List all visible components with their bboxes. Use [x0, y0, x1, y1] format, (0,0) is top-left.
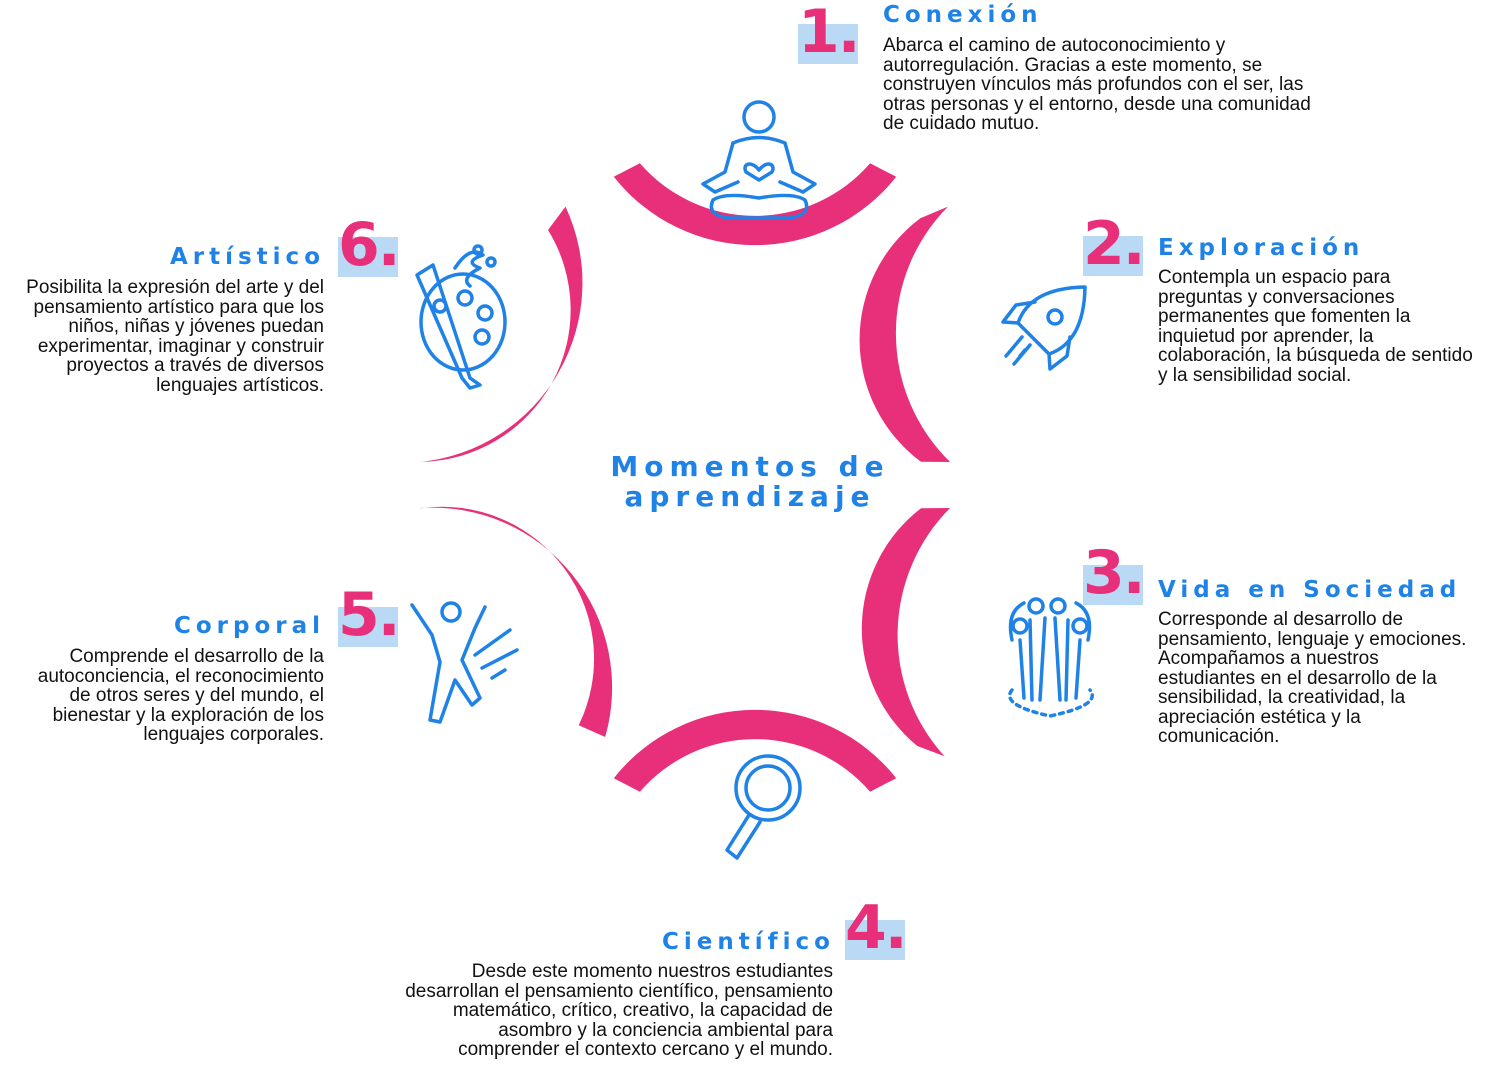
- moment-5-number: 5.: [338, 580, 401, 650]
- moment-1-title: Conexión: [883, 2, 1043, 28]
- jumping-person-icon: [410, 601, 519, 724]
- moment-3-text: Corresponde al desarrollo de pensamiento…: [1158, 609, 1467, 747]
- center-title: Momentos de aprendizaje: [610, 450, 890, 513]
- moment-3-number-box: 3.: [1083, 543, 1146, 605]
- moment-6-number: 6.: [338, 210, 401, 280]
- moment-1-text: Abarca el camino de autoconocimiento y a…: [883, 35, 1311, 134]
- moment-3-title: Vida en Sociedad: [1158, 577, 1462, 603]
- moment-1-number-box: 1.: [798, 2, 861, 64]
- moment-2-text: Contempla un espacio para preguntas y co…: [1158, 267, 1473, 386]
- paint-palette-icon: [415, 244, 507, 390]
- people-group-icon: [1008, 597, 1094, 718]
- moment-2-number: 2.: [1083, 209, 1146, 279]
- moment-6-number-box: 6.: [338, 215, 401, 277]
- moment-4-number: 4.: [845, 893, 908, 963]
- arc-corporal: [419, 506, 613, 737]
- arc-artistico: [419, 206, 583, 462]
- rocket-icon: [1001, 285, 1087, 371]
- moment-1-number: 1.: [798, 0, 861, 67]
- magnifying-glass-icon: [725, 754, 802, 860]
- moment-6-title: Artístico: [169, 244, 325, 270]
- moment-4-title: Científico: [662, 929, 835, 955]
- moment-5-title: Corporal: [173, 613, 325, 639]
- moment-4-number-box: 4.: [845, 898, 908, 960]
- moment-5-number-box: 5.: [338, 585, 401, 647]
- moment-4-text: Desde este momento nuestros estudiantes …: [405, 961, 833, 1060]
- moment-3-number: 3.: [1083, 538, 1146, 608]
- meditation-heart-icon: [701, 100, 817, 220]
- moment-2-title: Exploración: [1158, 235, 1365, 261]
- moment-2-number-box: 2.: [1083, 214, 1146, 276]
- moment-5-text: Comprende el desarrollo de la autoconcie…: [37, 646, 324, 745]
- arc-vida-en-sociedad: [861, 508, 951, 757]
- arc-cientifico: [613, 709, 897, 792]
- arc-conexion: [613, 163, 897, 246]
- arc-exploracion: [859, 206, 951, 462]
- moment-6-text: Posibilita la expresión del arte y del p…: [26, 277, 324, 396]
